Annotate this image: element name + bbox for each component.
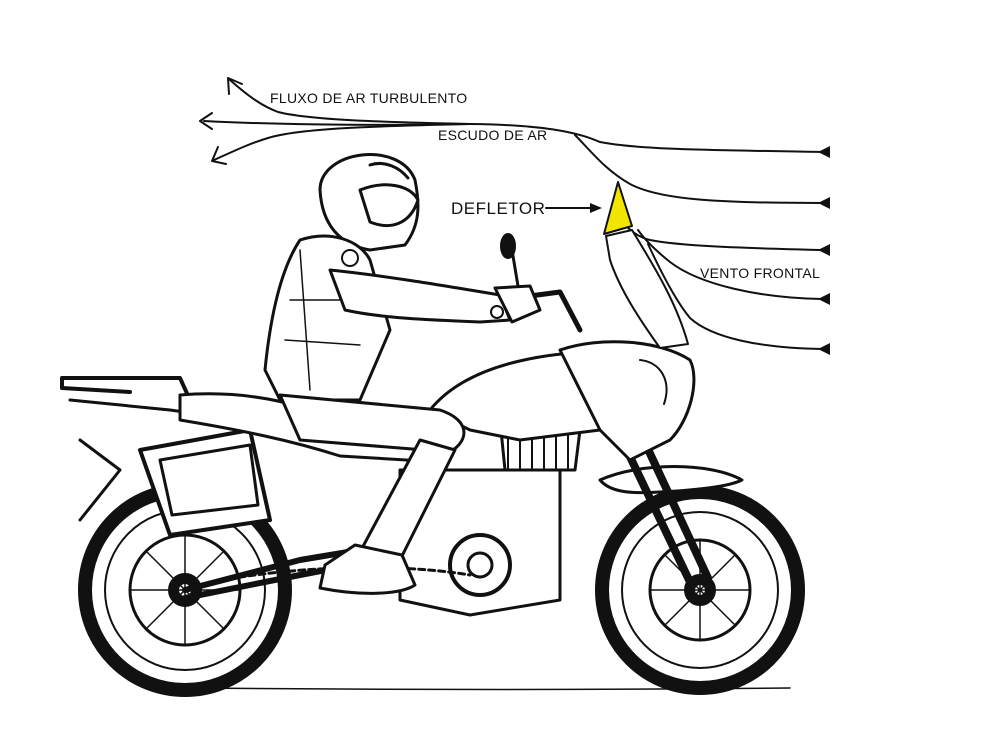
headwind-stream-5	[647, 243, 823, 350]
headwind-stream-4	[637, 229, 823, 300]
helmet-visor	[358, 183, 420, 227]
windscreen	[605, 229, 689, 349]
label-deflector: DEFLETOR	[451, 199, 546, 218]
rider-torso	[263, 234, 392, 402]
label-air-shield: ESCUDO DE AR	[438, 127, 548, 143]
label-turbulent-flow: FLUXO DE AR TURBULENTO	[270, 90, 468, 106]
airflow-lines	[199, 77, 830, 355]
deflector-pointer-head	[590, 203, 602, 213]
mirror	[500, 233, 516, 259]
headwind-arrowheads	[818, 146, 830, 355]
rider-boot	[318, 543, 417, 595]
headwind-stream-2	[574, 134, 823, 204]
headwind-stream-1	[469, 123, 823, 153]
turbulent-stream-top	[229, 79, 471, 125]
deflector-shape	[603, 181, 633, 235]
front-fork	[618, 428, 712, 586]
rider-illustration	[263, 153, 542, 595]
turbulent-arrowheads	[199, 77, 243, 165]
label-head-wind: VENTO FRONTAL	[700, 265, 821, 281]
front-wheel	[595, 485, 805, 695]
fairing-light	[639, 359, 668, 405]
rider-glove	[493, 284, 542, 324]
turbulent-stream-low	[213, 123, 471, 161]
exhaust	[158, 443, 260, 517]
